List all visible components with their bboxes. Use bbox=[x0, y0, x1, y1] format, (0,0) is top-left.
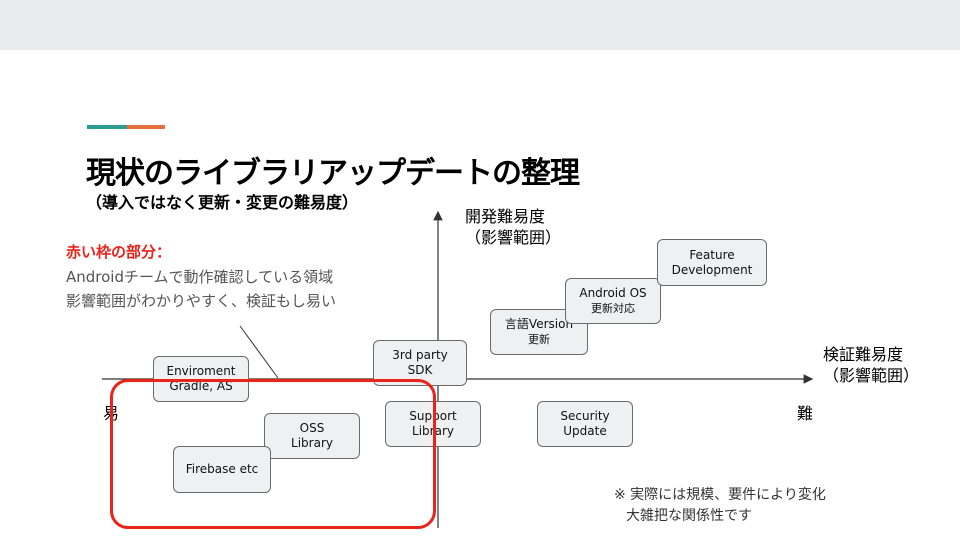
item-box-firebase: Firebase etc bbox=[173, 446, 271, 493]
remark-note: ※ 実際には規模、要件により変化 大雑把な関係性です bbox=[614, 487, 826, 524]
hard-label: 難 bbox=[797, 404, 814, 423]
highlight-frame bbox=[110, 379, 436, 529]
note-line-2: 影響範囲がわかりやすく、検証もし易い bbox=[66, 292, 337, 310]
note-title: 赤い枠の部分： bbox=[66, 243, 172, 261]
x-axis-label: 検証難易度 （影響範囲） bbox=[823, 345, 920, 385]
note-line-1: Androidチームで動作確認している領域 bbox=[66, 268, 334, 286]
note-pointer bbox=[239, 325, 279, 379]
slide-subtitle: （導入ではなく更新・変更の難易度） bbox=[86, 193, 359, 212]
y-axis-label: 開発難易度 （影響範囲） bbox=[465, 207, 562, 247]
slide-title: 現状のライブラリアップデートの整理 bbox=[86, 156, 580, 191]
accent-bar-orange bbox=[127, 125, 165, 129]
accent-bar-teal bbox=[87, 125, 127, 129]
top-band bbox=[0, 0, 960, 50]
